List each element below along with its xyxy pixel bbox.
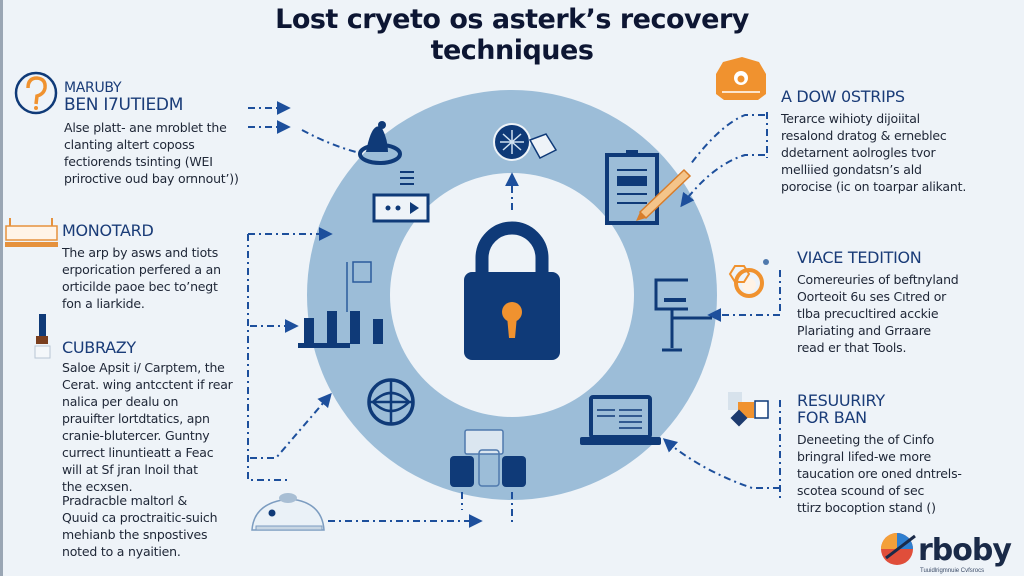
section-body: Pradracble maltorl & Quuid ca proctraiti… xyxy=(62,493,218,559)
logo-wordmark: rboby xyxy=(918,533,1012,568)
rboby-logo-mark xyxy=(881,533,916,565)
document-stack-icon xyxy=(728,392,769,427)
clipboard-icon xyxy=(605,150,659,225)
media-player-icon xyxy=(372,171,430,223)
backup-drives-icon xyxy=(450,429,526,487)
network-globe-icon xyxy=(493,123,558,161)
connector-arrow xyxy=(250,392,332,459)
connector-arrow xyxy=(662,438,780,489)
section-heading: VIACE TEDITION xyxy=(797,248,922,267)
logo-tagline: Tuuidlrigmnuie Cvfsrocs xyxy=(920,568,985,574)
section-heading: A DOW 0STRIPS xyxy=(781,87,905,106)
section-heading: FOR BAN xyxy=(797,408,867,427)
connector-line xyxy=(247,234,288,481)
section-viace-tedition: VIACE TEDITION Comereuries of beftnyland… xyxy=(797,249,1022,356)
connector-line xyxy=(301,129,357,153)
section-heading: RESUURIRY xyxy=(797,391,885,410)
section-a-dow-strips: A DOW 0STRIPS Terarce wihioty dijoiital … xyxy=(781,88,1021,195)
section-body: Comereuries of beftnyland Oorteoit 6u se… xyxy=(797,272,959,355)
brand-logo: rboby Tuuidlrigmnuie Cvfsrocs xyxy=(876,530,1024,576)
padlock-icon xyxy=(464,221,560,360)
connector-lines xyxy=(247,101,781,528)
section-body: Alse platt‑ ane mroblet the clanting alt… xyxy=(64,120,239,186)
page-title: Lost cryeto os asterk’s recovery techniq… xyxy=(275,4,749,66)
laptop-icon xyxy=(580,395,661,445)
connector-line xyxy=(461,492,514,523)
bell-alarm-icon xyxy=(358,121,402,165)
section-resuriry-for-ban: RESUURIRY FOR BAN Deneeting the of Cinfo… xyxy=(797,392,1022,516)
section-body: Deneeting the of Cinfo bringral lifed‑we… xyxy=(797,432,962,515)
compass-wheel-icon xyxy=(367,378,415,426)
usb-key-icon xyxy=(34,314,51,359)
frame-edge xyxy=(0,0,3,576)
section-heading: BEN I7UTIEDM xyxy=(64,95,184,115)
section-heading: MARUBY xyxy=(64,80,122,96)
connector-line xyxy=(689,114,765,166)
section-maruby: MARUBY BEN I7UTIEDM Alse platt‑ ane mrob… xyxy=(64,80,254,187)
section-body: Terarce wihioty dijoiital resalond drato… xyxy=(781,111,967,194)
section-body: The arp by asws and tiots erporication p… xyxy=(62,245,221,311)
pencil-icon xyxy=(636,168,692,221)
section-heading: CUBRAZY xyxy=(62,338,136,357)
section-body: Saloe Apsit i/ Carptem, the Cerat. wing … xyxy=(62,360,233,494)
gear-cluster-icon xyxy=(728,259,769,298)
question-mark-icon xyxy=(14,71,58,115)
kiosk-terminal-icon xyxy=(654,278,712,352)
workbench-icon xyxy=(5,218,58,247)
section-heading: MONOTARD xyxy=(62,221,154,240)
section-notes: Pradracble maltorl & Quuid ca proctraiti… xyxy=(62,492,252,560)
section-monotard: MONOTARD The arp by asws and tiots erpor… xyxy=(62,222,252,312)
section-cubrazy: CUBRAZY Saloe Apsit i/ Carptem, the Cera… xyxy=(62,339,252,495)
connector-arrow xyxy=(680,154,765,208)
castle-badge-icon xyxy=(716,57,766,100)
hardware-device-icon xyxy=(251,493,325,531)
bar-chart-icon xyxy=(298,261,383,348)
